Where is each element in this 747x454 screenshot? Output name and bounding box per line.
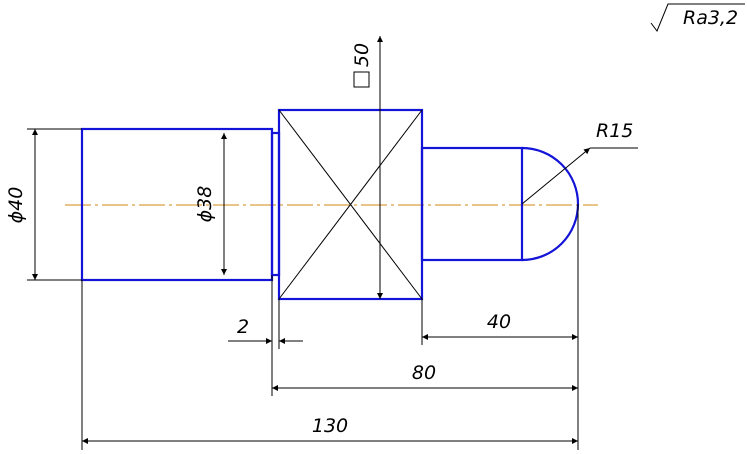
dim-length-40: 40 [422, 311, 578, 340]
dim-radius-15: R15 [521, 120, 638, 205]
dim-diameter-38: ϕ38 [194, 133, 227, 275]
square-sign-icon [353, 71, 370, 88]
length-40-label: 40 [487, 311, 511, 333]
dia-38-label: ϕ38 [194, 186, 216, 223]
roughness-value: Ra3,2 [683, 7, 738, 29]
tip-cylinder [420, 146, 524, 262]
groove-width-label: 2 [237, 316, 249, 338]
dim-square-50: 50 [351, 36, 383, 299]
flat-surface-cross [278, 109, 423, 300]
square-50-label: 50 [351, 43, 373, 67]
radius-label: R15 [596, 120, 633, 142]
surface-roughness-symbol: Ra3,2 [650, 3, 745, 33]
dim-length-130: 130 [82, 415, 578, 444]
radius-arrow [521, 147, 591, 205]
dim-groove-2: 2 [228, 316, 303, 344]
dia-40-label: ϕ40 [5, 187, 27, 224]
length-80-label: 80 [412, 362, 436, 384]
roughness-check-icon [650, 3, 745, 33]
dim-length-80: 80 [272, 362, 578, 391]
length-130-label: 130 [312, 415, 348, 437]
dim-diameter-40: ϕ40 [5, 128, 82, 281]
